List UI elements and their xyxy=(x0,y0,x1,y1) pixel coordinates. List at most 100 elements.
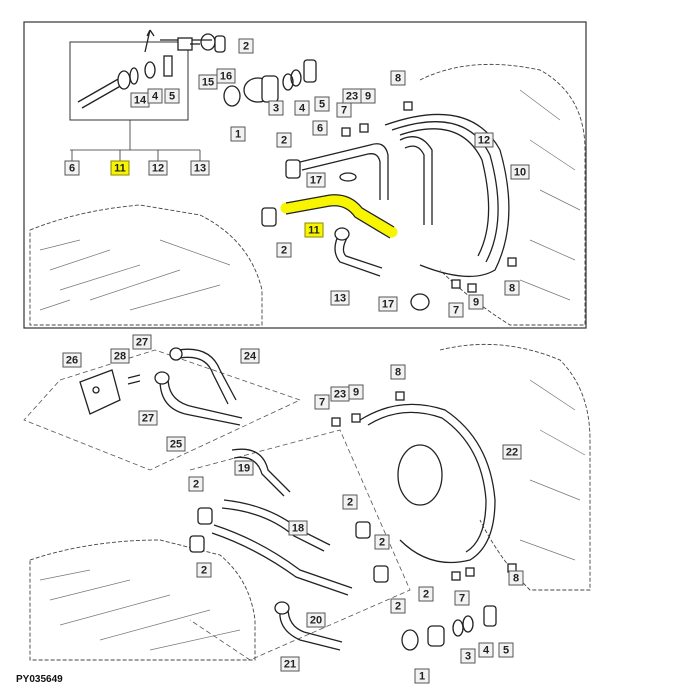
callout-bottom-main-15: 2 xyxy=(196,562,212,578)
callout-number: 2 xyxy=(281,135,287,147)
callout-box xyxy=(238,38,254,54)
callout-box xyxy=(504,280,520,296)
pins-28 xyxy=(127,374,141,385)
callout-bottom-main-25: 21 xyxy=(280,656,300,672)
tube-6 xyxy=(299,143,389,200)
callout-box xyxy=(294,100,310,116)
callout-number: 6 xyxy=(69,163,75,175)
callout-box xyxy=(276,242,292,258)
callout-box xyxy=(64,160,80,176)
transmission-housing-top xyxy=(29,204,263,326)
fitting-left-upper xyxy=(285,159,301,179)
callout-number: 7 xyxy=(319,397,325,409)
callout-top-inset-1: 4 xyxy=(147,88,163,104)
callout-box xyxy=(276,132,292,148)
callout-box xyxy=(132,334,152,350)
tube-12 xyxy=(399,136,433,225)
tube-19 xyxy=(231,448,291,497)
callout-number: 5 xyxy=(169,91,175,103)
callout-number: 27 xyxy=(136,337,148,349)
callout-top-tree-row-1: 11 xyxy=(110,160,130,176)
callout-number: 2 xyxy=(379,537,385,549)
callout-box xyxy=(468,294,484,310)
callout-top-main-11: 13 xyxy=(330,290,350,306)
callout-box xyxy=(360,88,376,104)
callout-number: 14 xyxy=(134,95,147,107)
bottom-bracket-outline-2 xyxy=(189,429,411,661)
callout-number: 4 xyxy=(483,645,490,657)
inset-pipe-detail xyxy=(77,55,173,109)
callout-bottom-main-9: 8 xyxy=(390,364,406,380)
callout-top-fitting-group-0: 2 xyxy=(238,38,254,54)
callout-top-main-14: 9 xyxy=(468,294,484,310)
callout-bottom-main-16: 2 xyxy=(374,534,390,550)
callout-top-fitting-group-3: 5 xyxy=(314,96,330,112)
flange-fitting xyxy=(177,33,226,53)
callout-number: 7 xyxy=(341,105,347,117)
callout-number: 12 xyxy=(152,163,164,175)
callout-box xyxy=(312,120,328,136)
callout-top-fitting-group-1: 3 xyxy=(268,100,284,116)
callout-top-main-2: 9 xyxy=(360,88,376,104)
callout-number: 20 xyxy=(310,615,322,627)
callout-top-main-5: 12 xyxy=(474,132,494,148)
cover-plate-22 xyxy=(359,403,496,564)
callout-box xyxy=(110,348,130,364)
callout-box xyxy=(288,520,308,536)
callout-bottom-main-18: 7 xyxy=(454,590,470,606)
callout-box xyxy=(188,476,204,492)
callout-number: 4 xyxy=(152,91,159,103)
callout-top-tree-row-3: 13 xyxy=(190,160,210,176)
callout-box xyxy=(234,460,254,476)
callout-bottom-main-3: 24 xyxy=(240,348,260,364)
callout-box xyxy=(348,384,364,400)
callout-box xyxy=(498,642,514,658)
callout-number: 11 xyxy=(114,163,126,175)
callout-bottom-main-2: 28 xyxy=(110,348,130,364)
callout-box xyxy=(418,586,434,602)
callout-box xyxy=(268,100,284,116)
tube-13 xyxy=(334,227,383,277)
callout-box xyxy=(148,160,168,176)
callout-number: 17 xyxy=(382,299,394,311)
callout-box xyxy=(474,132,494,148)
callout-top-main-12: 17 xyxy=(378,296,398,312)
callout-box xyxy=(336,102,352,118)
callout-bottom-main-14: 18 xyxy=(288,520,308,536)
callout-top-main-6: 2 xyxy=(276,132,292,148)
callout-box xyxy=(390,70,406,86)
callout-box xyxy=(196,562,212,578)
callout-number: 6 xyxy=(317,123,323,135)
tree-connector xyxy=(70,120,201,162)
callout-top-main-8: 17 xyxy=(306,172,326,188)
callout-number: 13 xyxy=(334,293,346,305)
highlighted-tube-11 xyxy=(280,194,398,239)
fittings-bottom xyxy=(189,507,497,651)
bolts-bottom xyxy=(331,391,517,581)
callout-number: 21 xyxy=(284,659,296,671)
callout-number: 19 xyxy=(238,463,250,475)
bolts-top xyxy=(341,101,517,293)
callout-box xyxy=(62,352,82,368)
callout-bottom-main-10: 19 xyxy=(234,460,254,476)
callout-number: 3 xyxy=(465,651,471,663)
callout-box xyxy=(147,88,163,104)
callout-bottom-main-7: 23 xyxy=(330,386,350,402)
callout-number: 1 xyxy=(419,671,425,683)
tube-20 xyxy=(274,601,343,651)
callout-number: 2 xyxy=(201,565,207,577)
callout-bottom-main-26: 1 xyxy=(414,668,430,684)
callout-number: 2 xyxy=(423,589,429,601)
callout-box xyxy=(448,302,464,318)
callout-number: 26 xyxy=(66,355,78,367)
callout-number: 5 xyxy=(503,645,509,657)
callout-box xyxy=(240,348,260,364)
callout-number: 1 xyxy=(235,129,241,141)
callout-number: 27 xyxy=(142,413,154,425)
callout-number: 8 xyxy=(509,283,515,295)
top-fitting-group xyxy=(223,59,317,107)
inset-arrow xyxy=(144,29,155,53)
callout-top-flange-0: 16 xyxy=(216,68,236,84)
callout-top-main-7: 10 xyxy=(510,164,530,180)
callout-top-fitting-group-2: 4 xyxy=(294,100,310,116)
